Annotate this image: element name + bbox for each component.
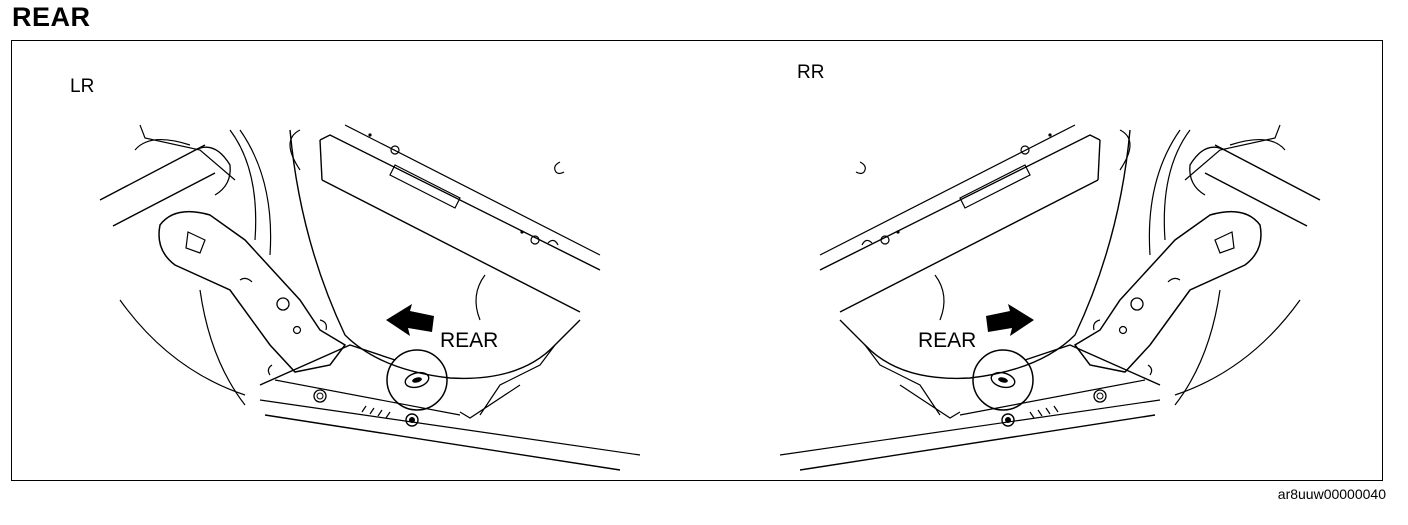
document-code: ar8uuw00000040 [1277, 486, 1386, 502]
rr-underbody-drawing [779, 124, 1321, 471]
arrow-label-left: REAR [440, 329, 498, 352]
lr-underbody-drawing: REAR [99, 124, 641, 471]
panel-label-right: RR [797, 62, 825, 83]
arrow-icon [986, 304, 1034, 336]
diagram-frame [11, 40, 1383, 481]
page-title: REAR [12, 2, 91, 32]
arrow-icon [386, 304, 434, 336]
panel-label-left: LR [70, 76, 95, 97]
arrow-label-right: REAR [918, 329, 976, 352]
